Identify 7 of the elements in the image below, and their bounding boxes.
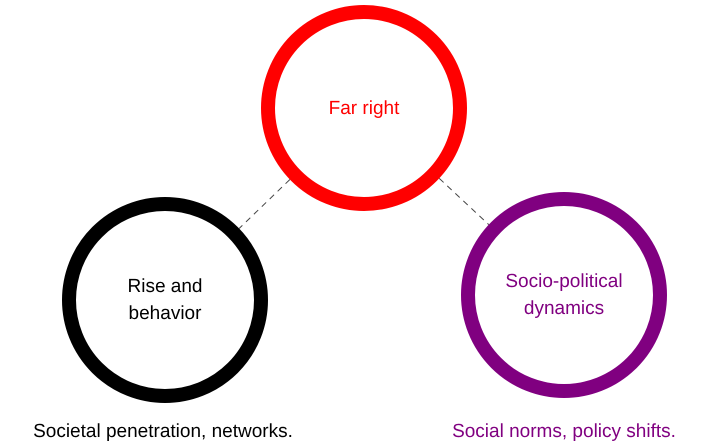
node-label: Socio-political dynamics	[504, 270, 624, 321]
node-label: Far right	[328, 96, 400, 120]
node-label: Social norms, policy shifts.	[451, 420, 677, 444]
node-label: Societal penetration, networks.	[32, 420, 294, 444]
dashed-connector	[438, 178, 490, 226]
dashed-connector	[238, 179, 290, 229]
node-label: Rise and behavior	[126, 275, 204, 326]
